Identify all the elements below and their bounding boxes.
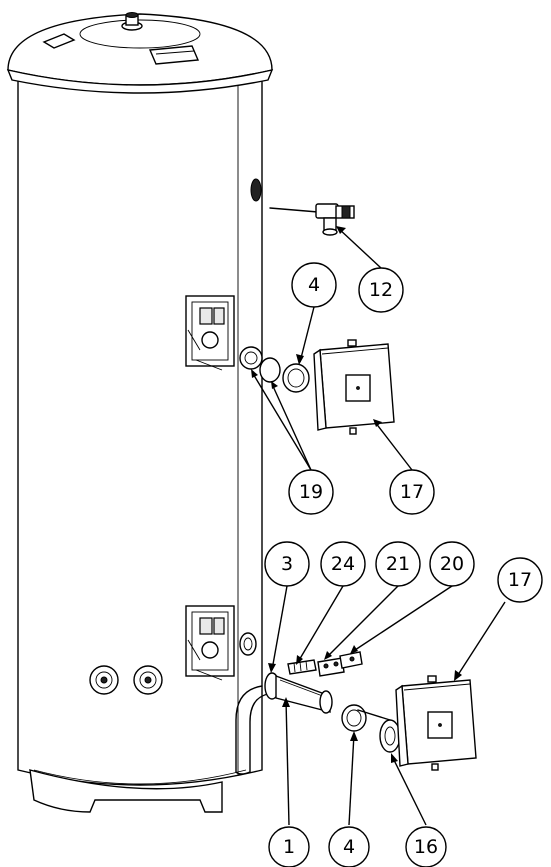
callout-1-label: 1 bbox=[283, 836, 295, 858]
callout-12: 12 bbox=[358, 267, 404, 313]
callout-19: 19 bbox=[288, 469, 334, 515]
callout-16: 16 bbox=[405, 826, 447, 867]
callout-20-label: 20 bbox=[440, 553, 464, 575]
part-24-terminal-block bbox=[287, 659, 317, 675]
part-21-thermostat bbox=[317, 657, 345, 677]
callout-12-label: 12 bbox=[369, 279, 393, 301]
part-20-limiter bbox=[339, 651, 363, 669]
callout-24-label: 24 bbox=[331, 553, 355, 575]
leader-lines bbox=[251, 226, 506, 826]
callout-19-label: 19 bbox=[299, 481, 323, 503]
part-4-lower-nut bbox=[341, 704, 367, 732]
callout-3: 3 bbox=[264, 541, 310, 587]
callout-17-lower-label: 17 bbox=[508, 569, 532, 591]
lower-element-housing bbox=[185, 605, 235, 681]
water-heater-tank bbox=[6, 12, 274, 813]
callout-21-label: 21 bbox=[386, 553, 410, 575]
callout-4-lower: 4 bbox=[328, 826, 370, 867]
callout-3-label: 3 bbox=[281, 553, 293, 575]
callout-16-label: 16 bbox=[414, 836, 438, 858]
callout-21: 21 bbox=[375, 541, 421, 587]
callout-17-upper-label: 17 bbox=[400, 481, 424, 503]
callout-17-upper: 17 bbox=[389, 469, 435, 515]
part-16-flange bbox=[357, 709, 401, 753]
callout-4-upper-label: 4 bbox=[308, 274, 320, 296]
callout-24: 24 bbox=[320, 541, 366, 587]
callout-4-lower-label: 4 bbox=[343, 836, 355, 858]
part-17-lower-cover bbox=[395, 675, 477, 771]
upper-gaskets bbox=[239, 346, 310, 393]
callout-1: 1 bbox=[268, 826, 310, 867]
part-17-upper-cover bbox=[313, 339, 395, 435]
part-12-probe-valve bbox=[269, 203, 355, 236]
upper-element-housing bbox=[185, 295, 235, 371]
callout-17-lower: 17 bbox=[497, 557, 543, 603]
bottom-connections bbox=[89, 665, 163, 695]
part-1-heating-element bbox=[264, 672, 333, 714]
callout-20: 20 bbox=[429, 541, 475, 587]
callout-4-upper: 4 bbox=[291, 262, 337, 308]
